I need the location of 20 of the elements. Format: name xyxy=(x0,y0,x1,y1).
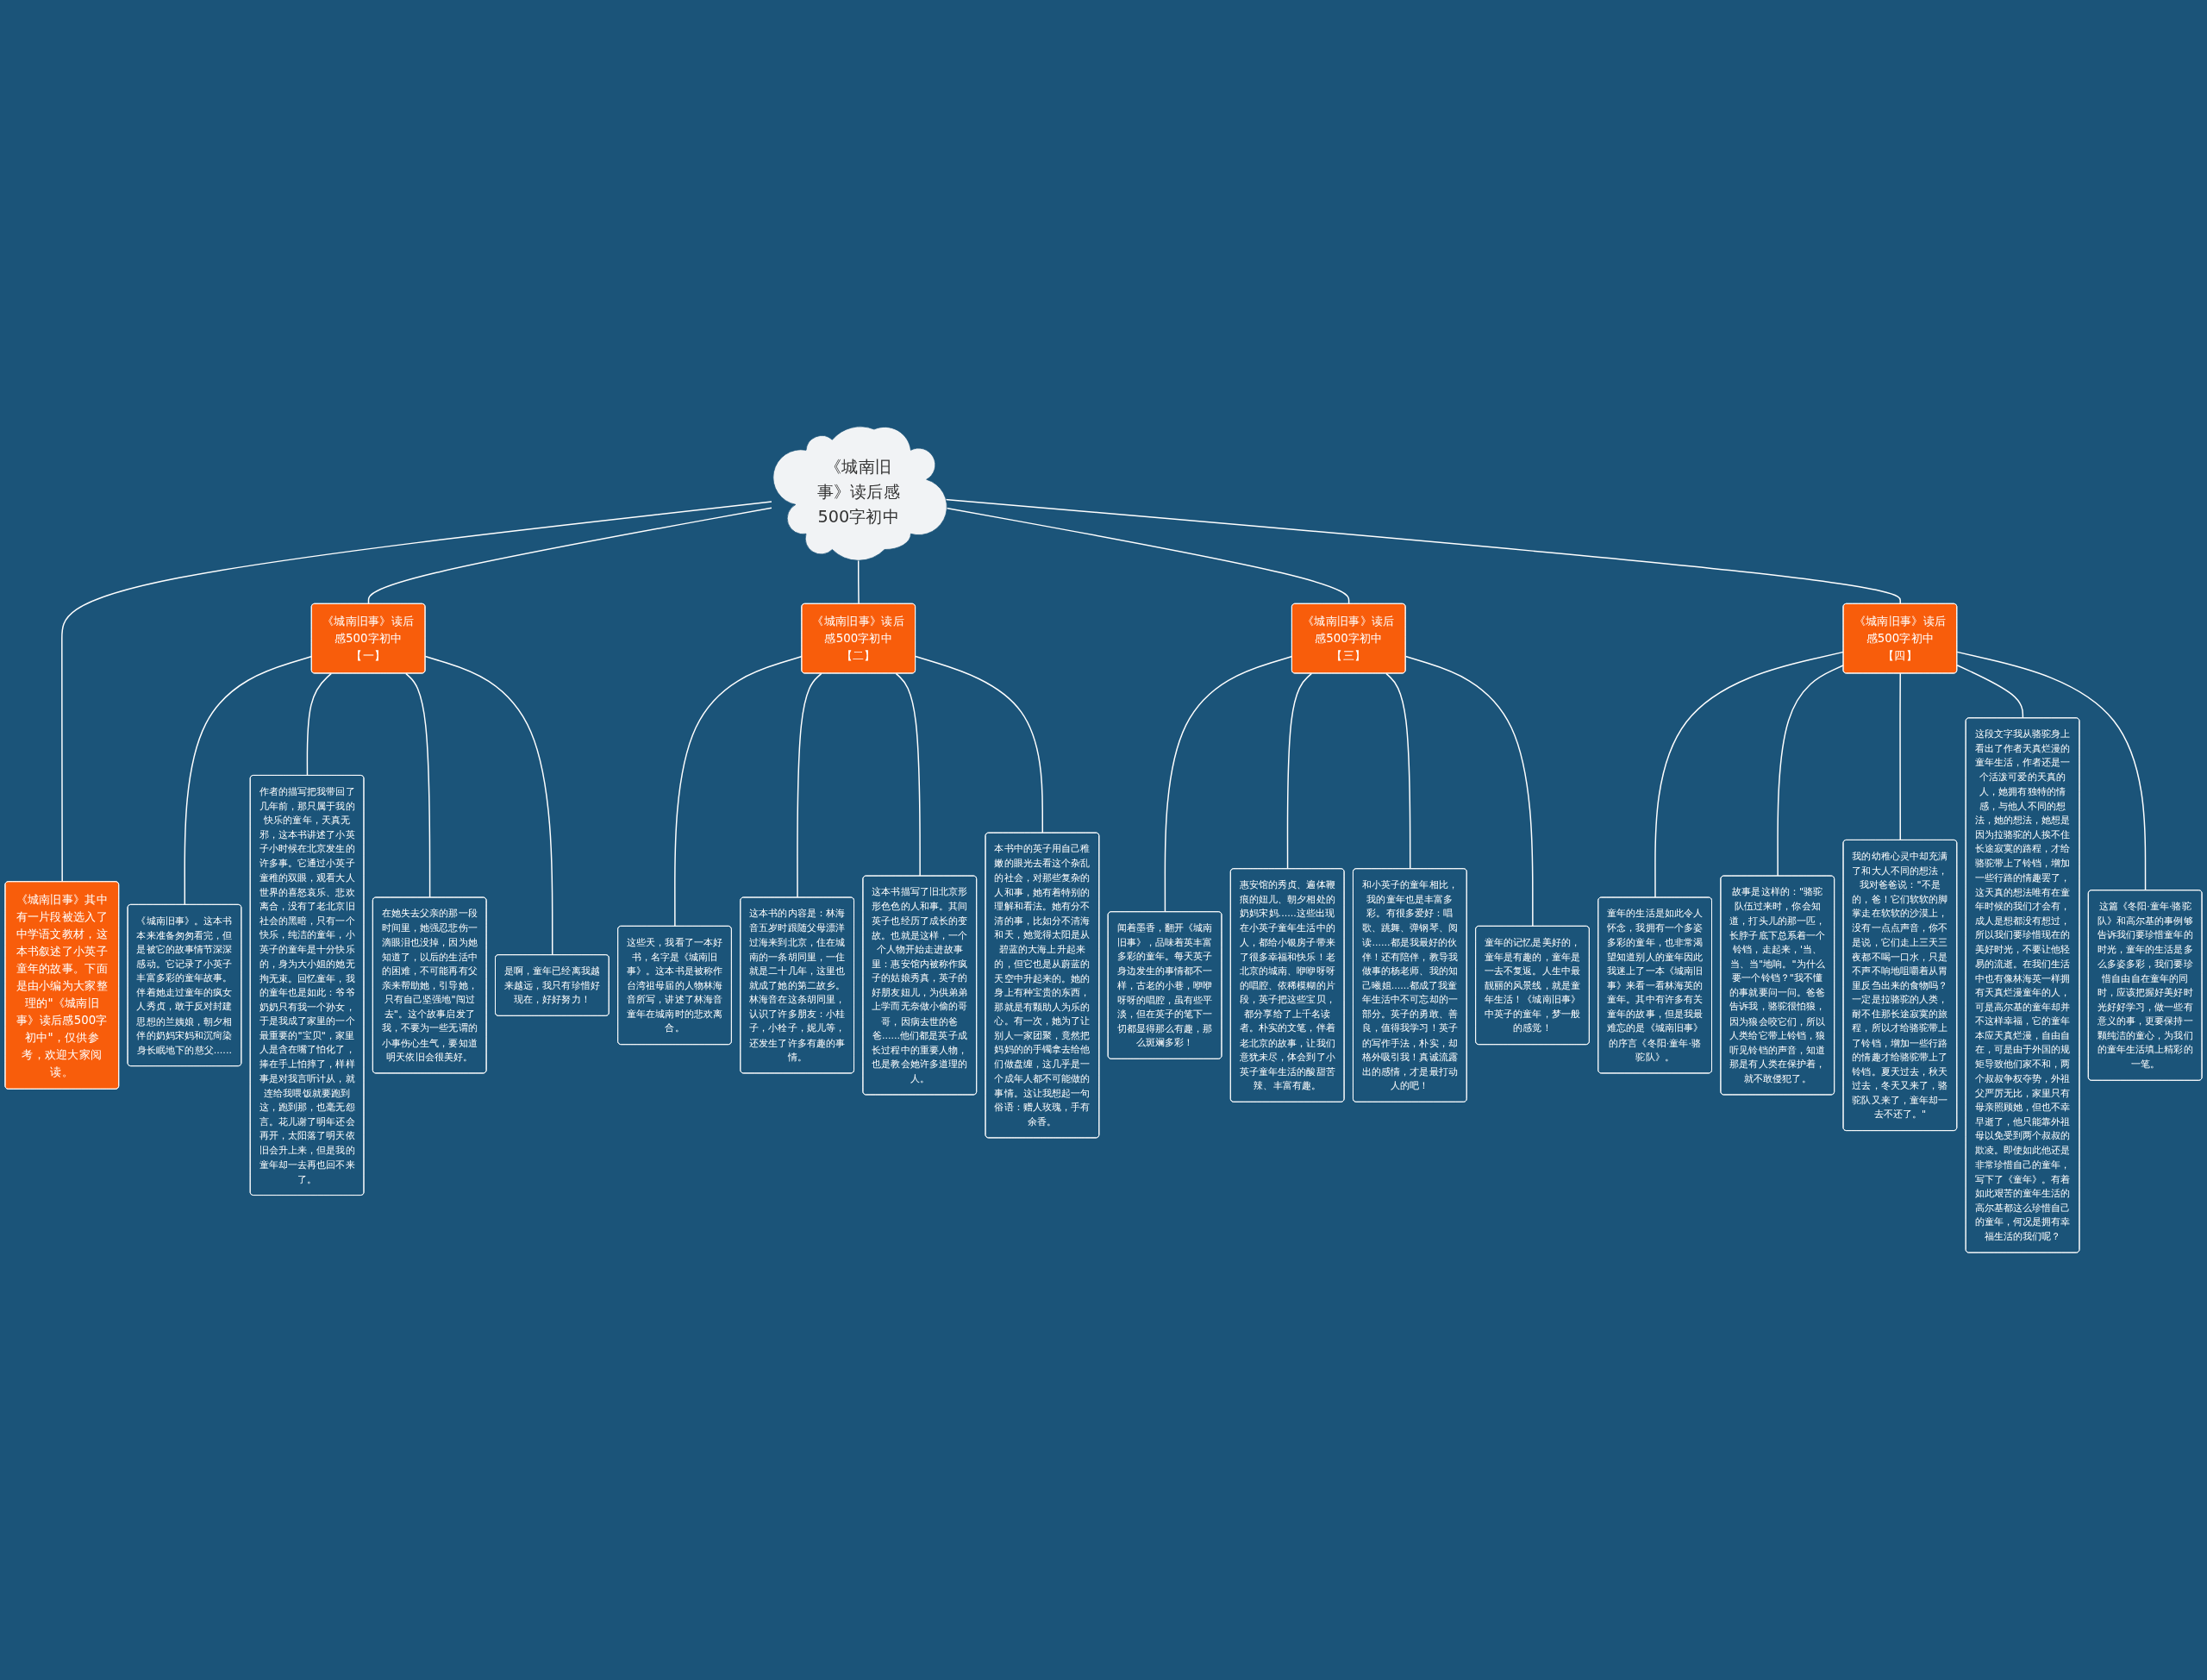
connector xyxy=(915,656,1044,834)
connector xyxy=(1164,656,1293,914)
connector xyxy=(797,673,822,899)
connector xyxy=(1385,673,1411,871)
connector xyxy=(1654,652,1845,899)
connector xyxy=(1286,673,1313,871)
connector xyxy=(895,673,921,877)
connector xyxy=(674,656,803,927)
connector xyxy=(306,673,332,777)
connector xyxy=(944,499,1901,605)
connector xyxy=(61,501,772,884)
connector xyxy=(1956,652,2147,892)
connector xyxy=(424,656,553,957)
connector xyxy=(1956,665,2024,720)
connector xyxy=(367,507,772,605)
connector xyxy=(184,656,313,906)
connector xyxy=(1404,656,1534,927)
connector xyxy=(405,673,431,899)
connector xyxy=(1899,673,1901,841)
connector xyxy=(1777,665,1845,877)
